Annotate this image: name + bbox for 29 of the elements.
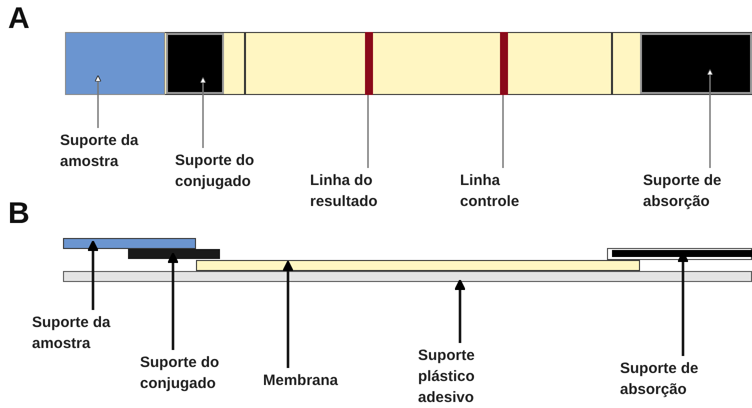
arrow [167, 252, 179, 350]
backing-card [63, 271, 752, 282]
arrow [282, 260, 294, 368]
sample-pad [65, 32, 165, 95]
sample-pad [63, 238, 196, 249]
arrow [706, 68, 714, 168]
part-label: Membrana [263, 370, 363, 391]
part-label: Suporte da amostra [60, 130, 170, 172]
part-label: Linha do resultado [310, 170, 410, 212]
arrow [94, 75, 102, 128]
part-label: Suporte do conjugado [175, 150, 290, 192]
part-label: Suporte plástico adesivo [418, 345, 508, 408]
membrane-layer [196, 260, 640, 271]
leader-line [502, 95, 504, 168]
panel-letter: B [8, 197, 30, 231]
arrow [200, 76, 206, 148]
part-label: Suporte de absorção [643, 170, 752, 212]
leader-line [367, 95, 369, 168]
absorbent-pad [612, 250, 752, 257]
absorbent-pad [640, 33, 752, 94]
panel-letter: A [8, 2, 30, 36]
conjugate-pad [166, 33, 224, 94]
part-label: Suporte de absorção [620, 358, 735, 400]
part-label: Suporte do conjugado [140, 352, 255, 394]
part-label: Suporte da amostra [32, 312, 142, 354]
arrow [87, 240, 99, 310]
conjugate-pad [128, 249, 220, 259]
arrow [454, 279, 466, 343]
part-label: Linha controle [460, 170, 560, 212]
